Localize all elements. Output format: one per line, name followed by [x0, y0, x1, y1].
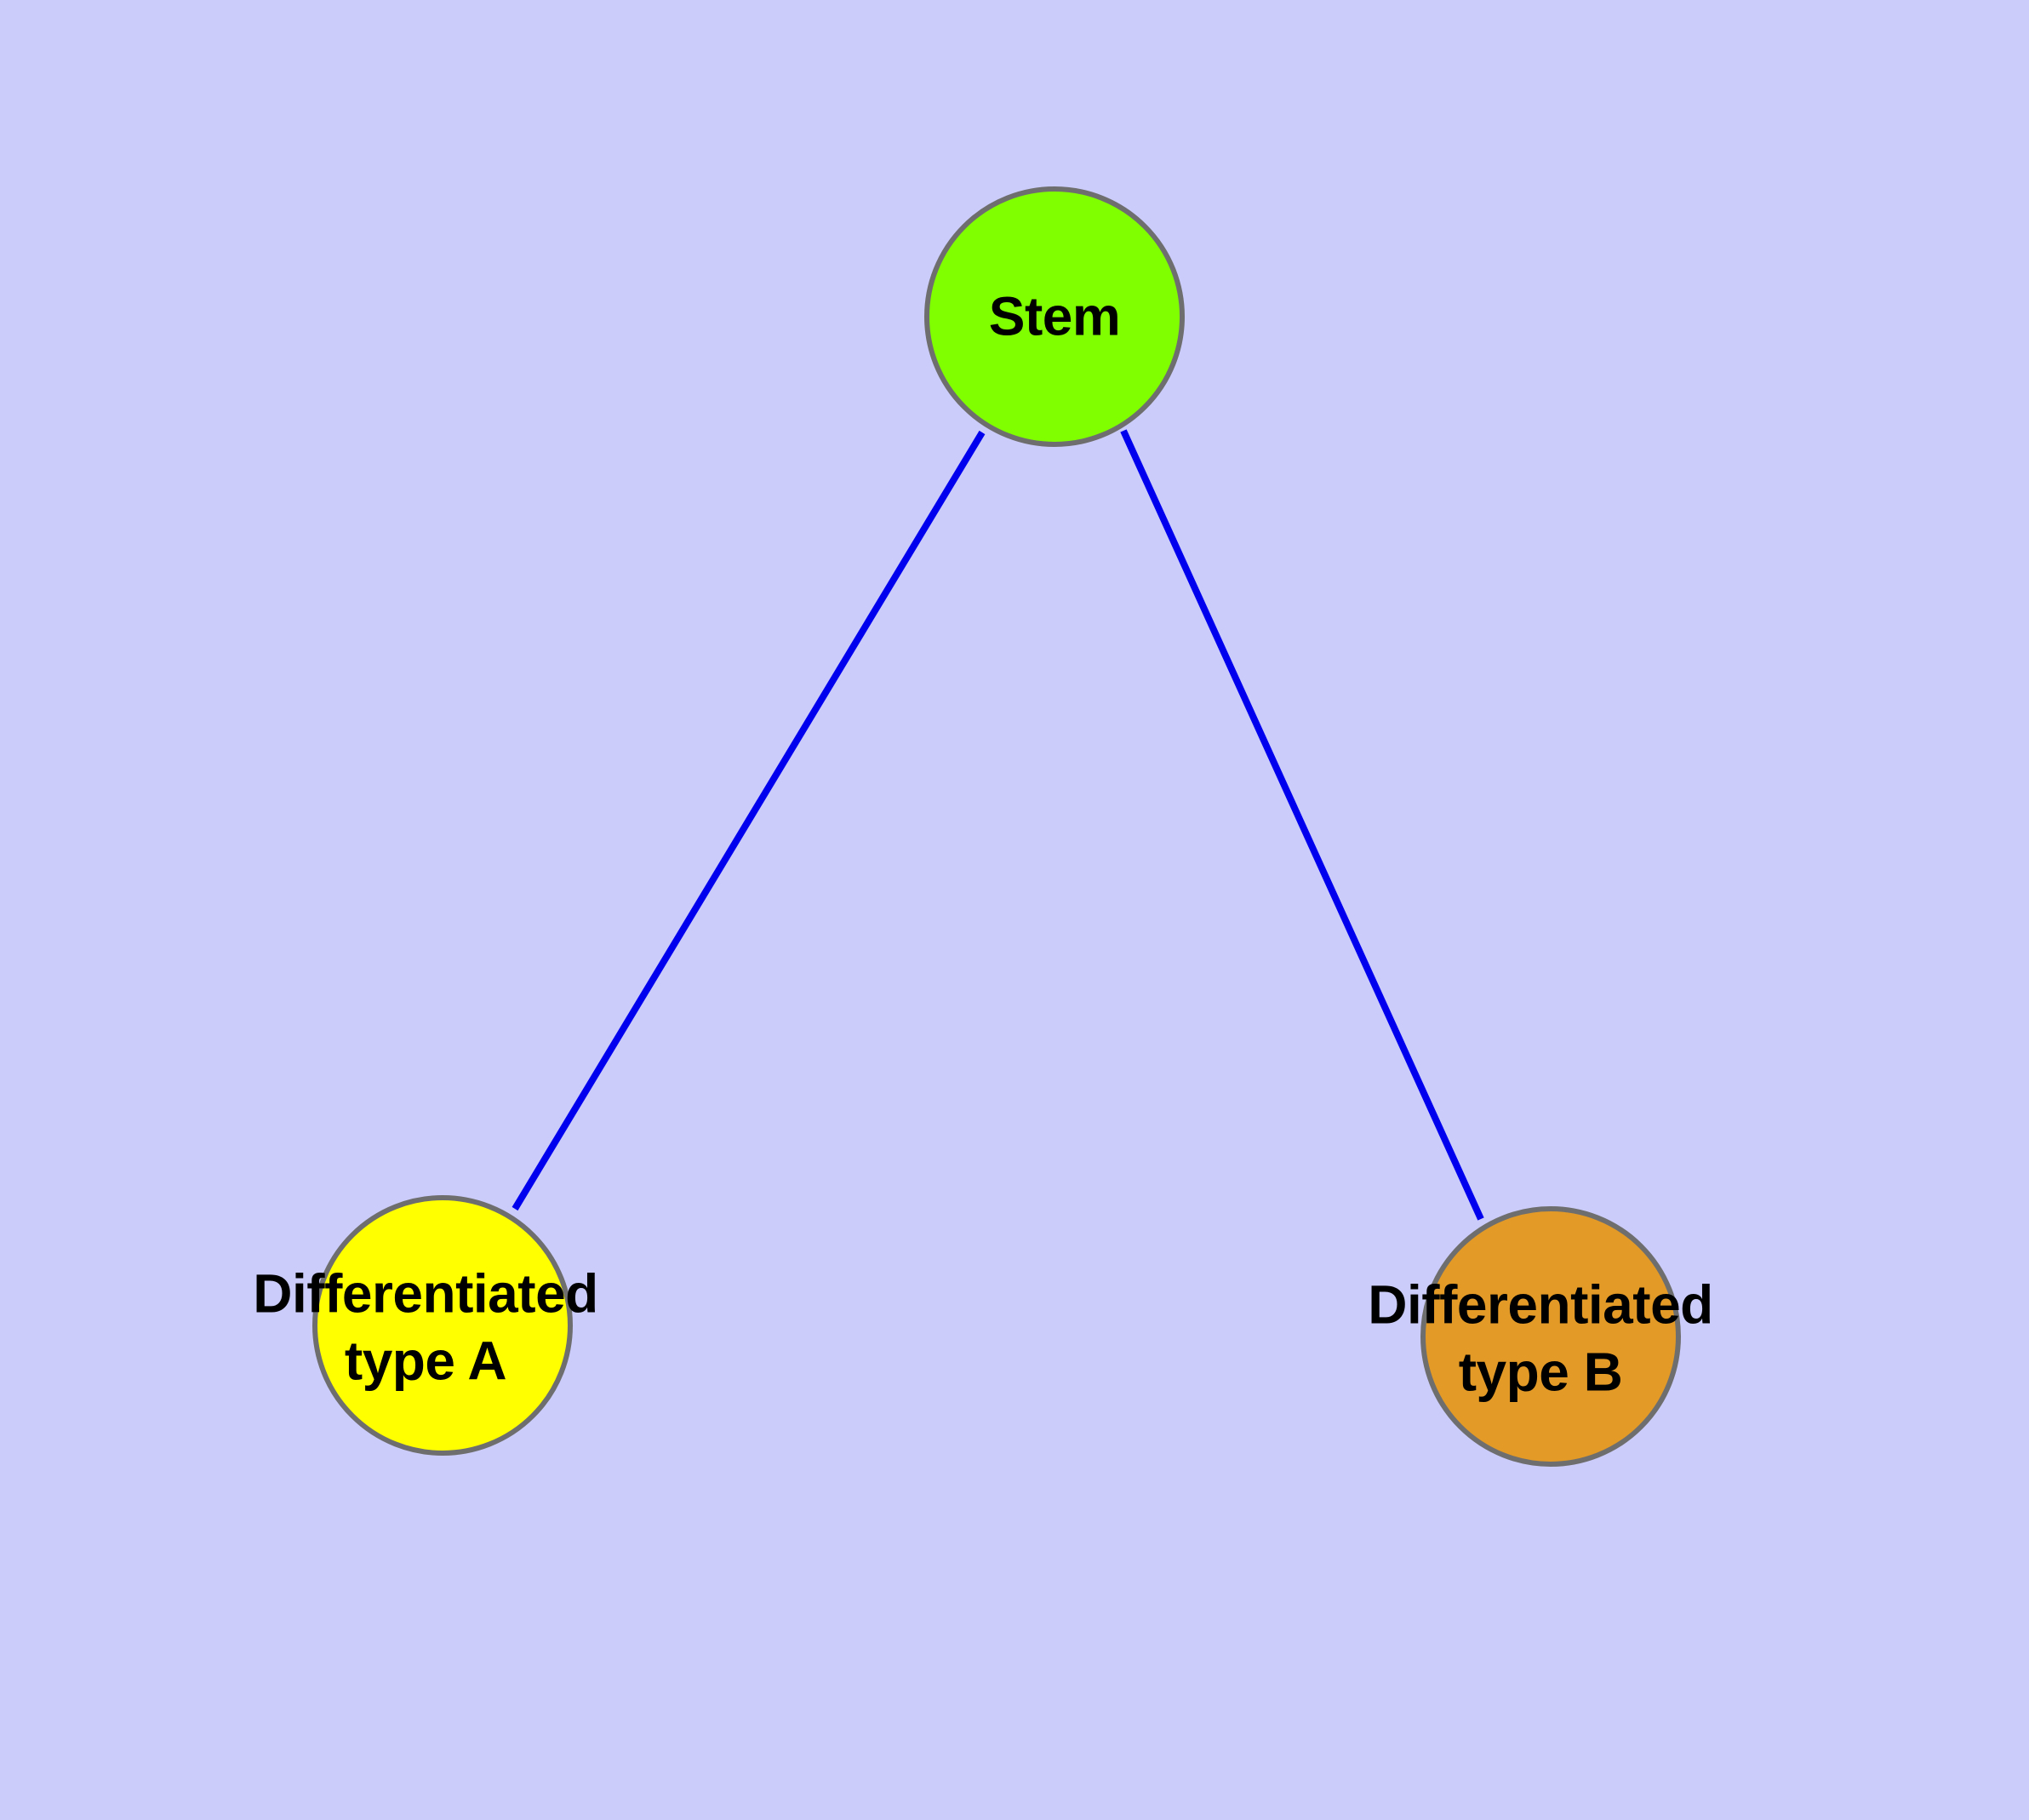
edge-layer	[512, 429, 1484, 1221]
node-layer	[312, 186, 1681, 1467]
edge-stem-to-type-b[interactable]	[1120, 429, 1484, 1221]
node-stem[interactable]	[924, 186, 1185, 447]
node-differentiated-type-a[interactable]	[312, 1195, 573, 1456]
edge-stem-to-type-a[interactable]	[512, 430, 986, 1211]
node-differentiated-type-b[interactable]	[1420, 1206, 1681, 1467]
